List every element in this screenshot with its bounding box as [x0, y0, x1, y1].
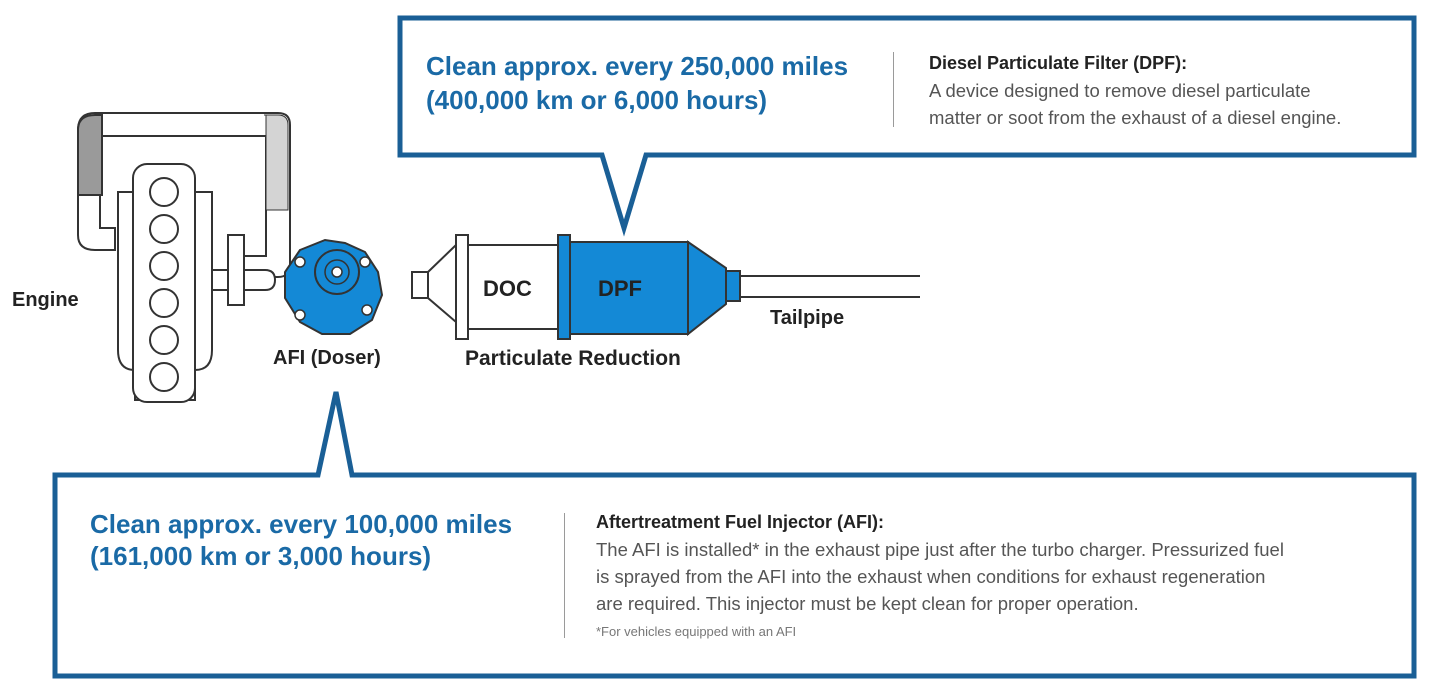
dpf-interval-line1: Clean approx. every 250,000 miles — [426, 51, 849, 81]
doc-label: DOC — [483, 276, 532, 301]
afi-callout-frame — [52, 391, 1417, 679]
afi-interval-line2: (161,000 km or 3,000 hours) — [90, 541, 432, 571]
afi-description-line2: is sprayed from the AFI into the exhaust… — [596, 566, 1266, 587]
particulate-reduction-label: Particulate Reduction — [465, 347, 681, 370]
dpf-label: DPF — [598, 276, 642, 301]
engine-illustration — [77, 112, 291, 403]
afi-label: AFI (Doser) — [273, 347, 381, 369]
dpf-interval-line2: (400,000 km or 6,000 hours) — [426, 85, 768, 115]
aftertreatment-canister — [411, 234, 920, 340]
dpf-description-line2: matter or soot from the exhaust of a die… — [929, 107, 1342, 128]
dpf-callout-divider — [893, 52, 894, 127]
afi-description-line1: The AFI is installed* in the exhaust pip… — [596, 539, 1284, 560]
afi-interval-line1: Clean approx. every 100,000 miles — [90, 509, 513, 539]
dpf-title: Diesel Particulate Filter (DPF): — [929, 53, 1188, 73]
tailpipe-label: Tailpipe — [770, 307, 845, 329]
afi-callout-divider — [564, 513, 565, 638]
afi-title: Aftertreatment Fuel Injector (AFI): — [596, 512, 885, 532]
afi-footnote: *For vehicles equipped with an AFI — [596, 624, 797, 639]
dpf-callout-frame — [397, 15, 1417, 237]
engine-label: Engine — [12, 289, 79, 311]
afi-description-line3: are required. This injector must be kept… — [596, 593, 1139, 614]
afi-doser-illustration — [284, 238, 384, 335]
dpf-description-line1: A device designed to remove diesel parti… — [929, 80, 1311, 101]
